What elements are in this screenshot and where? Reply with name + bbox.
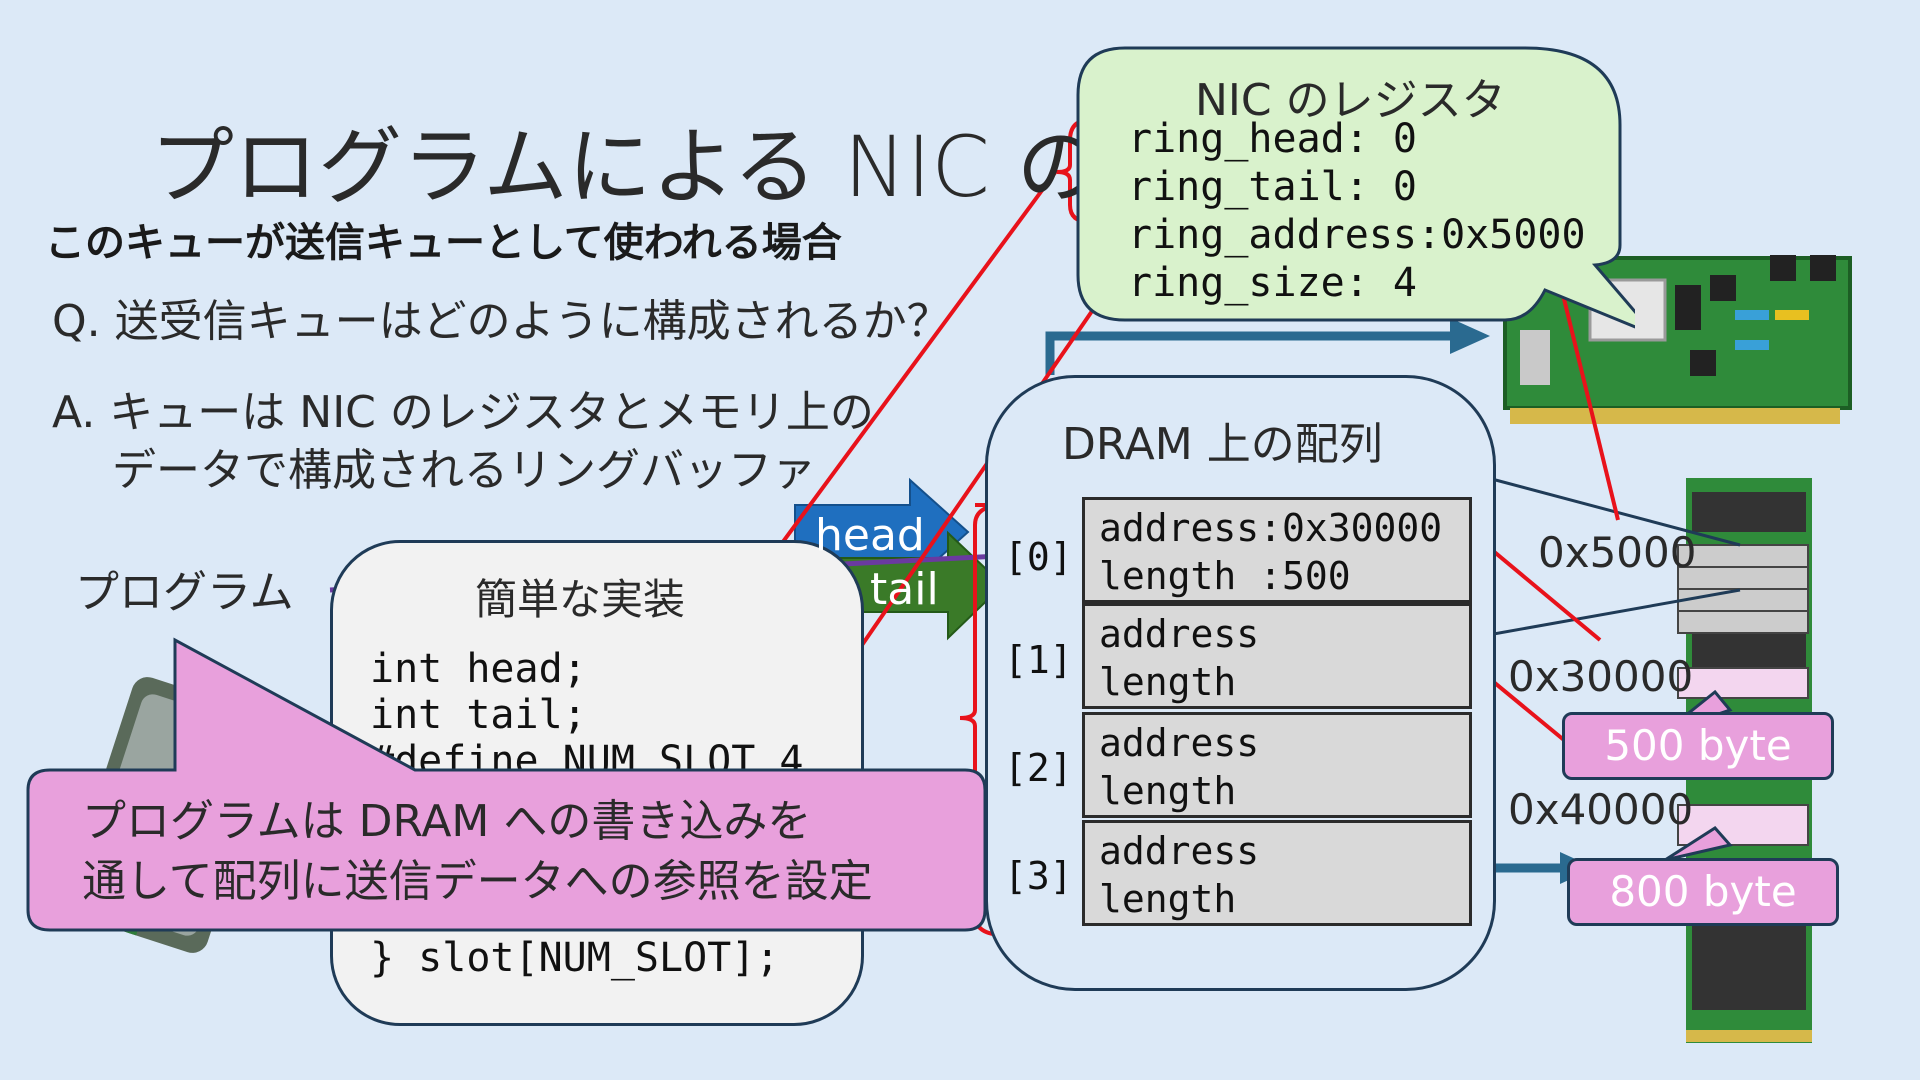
slot-3-address: address [1099,829,1260,873]
reg-ring-size: ring_size: 4 [1128,260,1417,306]
slot-2-address: address [1099,721,1260,765]
code-line-slot: } slot[NUM_SLOT]; [370,935,780,981]
head-pointer-label: head [815,510,925,561]
question-text: Q. 送受信キューはどのように構成されるか？ [52,296,951,347]
reg-ring-tail: ring_tail: 0 [1128,164,1417,210]
slot-0-address: address:0x30000 [1099,506,1443,550]
program-label: プログラム [75,567,294,618]
code-line-tail: int tail; [370,692,587,738]
slot-index-1: [1] [1004,638,1073,682]
slot-0: address:0x30000 length :500 [1082,497,1472,603]
slot-index-3: [3] [1004,854,1073,898]
buffer-size-500: 500 byte [1562,712,1834,780]
program-callout-text: プログラムは DRAM への書き込みを 通して配列に送信データへの参照を設定 [82,792,873,912]
slide-subtitle: このキューが送信キューとして使われる場合 [45,220,842,266]
code-line-head: int head; [370,646,587,692]
memory-address-buf2: 0x40000 [1508,785,1694,834]
slot-index-2: [2] [1004,746,1073,790]
ring-memory-block [1677,544,1809,846]
reg-ring-head: ring_head: 0 [1128,116,1417,162]
memory-address-ring: 0x5000 [1538,528,1697,577]
slot-1-length: length [1099,660,1237,704]
tail-pointer-label: tail [870,564,939,615]
reg-ring-address: ring_address:0x5000 [1128,212,1586,258]
answer-text-line1: A. キューは NIC のレジスタとメモリ上の [52,387,874,438]
code-panel-title: 簡単な実装 [475,575,686,624]
slot-2: address length [1082,712,1472,818]
nic-register-title: NIC のレジスタ [1195,75,1506,126]
memory-address-buf1: 0x30000 [1508,652,1694,701]
callout-line1: プログラムは DRAM への書き込みを [82,796,812,847]
slot-1-address: address [1099,612,1260,656]
answer-text-line2: データで構成されるリングバッファ [112,445,816,496]
nic-register-bubble [1076,46,1635,329]
slot-1: address length [1082,603,1472,709]
slot-2-length: length [1099,769,1237,813]
slot-3: address length [1082,820,1472,926]
callout-line2: 通して配列に送信データへの参照を設定 [82,856,873,907]
slot-index-0: [0] [1004,535,1073,579]
buffer-size-800: 800 byte [1567,858,1839,926]
slot-0-length: length :500 [1099,554,1351,598]
program-callout-bubble [26,637,987,932]
dram-array-title: DRAM 上の配列 [1062,419,1383,470]
slot-3-length: length [1099,877,1237,921]
slide-title: プログラムによる NIC の [150,118,1101,216]
